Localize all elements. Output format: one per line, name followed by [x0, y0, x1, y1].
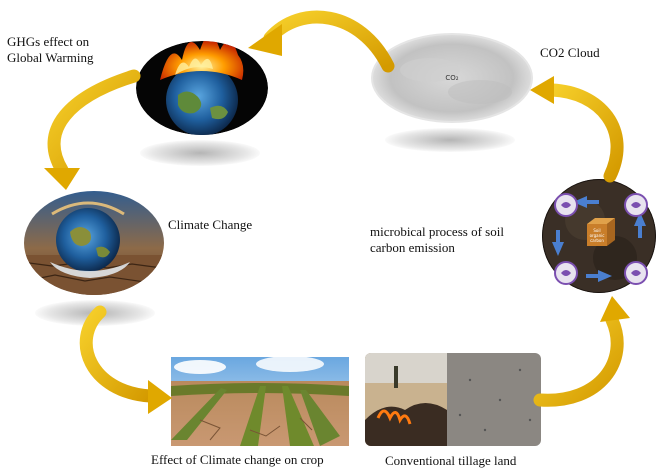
arrow-co2-to-ghg — [248, 10, 395, 73]
microbial-label-line2: carbon emission — [370, 240, 455, 255]
climate-label: Climate Change — [168, 217, 253, 232]
tillage-land-image — [365, 353, 541, 446]
tillage-label: Conventional tillage land — [385, 453, 517, 468]
climate-earth-image — [24, 191, 164, 295]
soil-box-text-2: organic — [590, 233, 605, 238]
co2-cloud-text: CO₂ — [445, 74, 458, 82]
microbial-label-line1: microbical process of soil — [370, 224, 504, 239]
microbe-icons — [554, 193, 648, 285]
co2-shadow — [385, 128, 515, 152]
co2-cloud-image — [371, 33, 533, 123]
arrow-ghg-to-climate — [44, 69, 141, 190]
soil-organic-carbon-box — [587, 218, 615, 246]
crop-field-image — [171, 357, 349, 446]
soil-box-text-1: Soil — [593, 228, 600, 233]
ghg-earth-image — [136, 41, 268, 135]
soil-cycle-arrows — [552, 196, 646, 282]
crop-label: Effect of Climate change on crop — [151, 452, 324, 467]
arrow-microbial-to-co2 — [530, 76, 624, 183]
co2-label: CO2 Cloud — [540, 45, 600, 60]
soil-box-text-3: carbon — [590, 238, 604, 243]
ghg-label-line1: GHGs effect on — [7, 34, 90, 49]
ghg-label-line2: Global Warming — [7, 50, 94, 65]
arrow-climate-to-crop — [79, 305, 172, 414]
ghg-shadow — [140, 140, 260, 166]
arrow-tillage-to-microbial — [533, 296, 630, 407]
